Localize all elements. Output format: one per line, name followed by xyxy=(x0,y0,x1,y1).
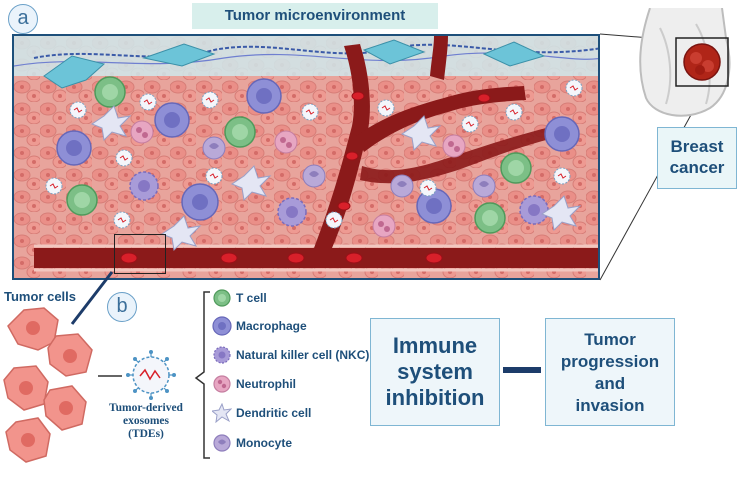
tde-exosome-icon xyxy=(126,350,176,400)
tde-line-2: exosomes xyxy=(123,415,169,427)
tumor-mass-icon xyxy=(683,43,721,81)
red-blood-cell xyxy=(287,252,305,264)
tumor-microenvironment-illustration xyxy=(12,34,600,280)
red-blood-cell xyxy=(477,93,491,103)
legend-label: T cell xyxy=(236,291,267,305)
tumor-progression-box: Tumor progression and invasion xyxy=(545,318,675,426)
inset-box xyxy=(675,37,729,87)
blood-vessel-branch xyxy=(356,86,526,152)
red-blood-cell xyxy=(220,252,238,264)
panel-letter-a: a xyxy=(8,4,38,34)
legend-item-t-cell: T cell xyxy=(212,287,267,309)
legend-item-neutrophil: Neutrophil xyxy=(212,373,296,395)
inset-connector-line xyxy=(599,83,709,281)
dendritic-cells xyxy=(90,105,582,252)
tde-label: Tumor-derived exosomes (TDEs) xyxy=(96,402,196,441)
legend-label: Monocyte xyxy=(236,436,293,450)
immune-system-inhibition-box: Immune system inhibition xyxy=(370,318,500,426)
tumor-line-1: Tumor xyxy=(584,330,636,349)
outcome-connector-bar xyxy=(503,367,541,373)
immune-line-2: system xyxy=(397,359,473,384)
tde-line-3: (TDEs) xyxy=(128,428,164,440)
red-blood-cell xyxy=(345,252,363,264)
tde-line-1: Tumor-derived xyxy=(109,402,183,414)
exosomes xyxy=(45,79,583,229)
breast-cancer-label: Breast cancer xyxy=(657,127,737,189)
breast-cancer-line-2: cancer xyxy=(669,158,725,177)
monocyte-icon xyxy=(213,434,231,452)
tissue-svg xyxy=(14,36,598,278)
red-blood-cell xyxy=(345,151,359,161)
fibroblast xyxy=(362,39,426,65)
legend-item-monocyte: Monocyte xyxy=(212,432,292,454)
macrophages xyxy=(56,78,580,224)
blood-vessel-branch xyxy=(360,126,554,184)
fibroblast xyxy=(142,43,216,67)
legend-item-macrophage: Macrophage xyxy=(212,315,307,337)
tumor-line-2: progression xyxy=(560,352,660,371)
fibroblast xyxy=(482,41,546,67)
t-cell-icon xyxy=(213,289,231,307)
breast-illustration xyxy=(639,8,731,117)
tumor-line-3: and xyxy=(594,374,626,393)
monocytes xyxy=(202,136,496,198)
zoom-region-box xyxy=(114,234,166,274)
nk-cells xyxy=(129,171,549,227)
immune-line-1: Immune xyxy=(392,333,478,358)
nk-cell-icon xyxy=(213,346,231,364)
red-blood-cell xyxy=(337,201,351,211)
t-cells xyxy=(66,76,532,234)
red-blood-cell xyxy=(425,252,443,264)
red-blood-cell xyxy=(351,91,365,101)
tumor-line-4: invasion xyxy=(575,396,645,415)
blood-vessel-branch xyxy=(430,36,448,80)
dendritic-cell-icon xyxy=(212,403,232,423)
tumor-cells-illustration xyxy=(3,307,93,463)
legend-label: Macrophage xyxy=(236,319,307,333)
legend-item-nk-cell: Natural killer cell (NKC) xyxy=(212,344,369,366)
zoom-connector-line xyxy=(70,271,114,325)
macrophage-icon xyxy=(212,316,232,336)
legend-bracket xyxy=(194,291,210,459)
fibroblast xyxy=(43,55,106,89)
legend-label: Neutrophil xyxy=(236,377,296,391)
neutrophil-icon xyxy=(213,375,231,393)
neutrophils xyxy=(130,120,466,238)
blood-vessel-horizontal xyxy=(34,248,598,268)
breast-cancer-line-1: Breast xyxy=(670,137,724,156)
collagen-fiber xyxy=(33,43,598,59)
legend-item-dendritic-cell: Dendritic cell xyxy=(212,402,311,424)
red-blood-cell xyxy=(120,252,138,264)
legend-label: Dendritic cell xyxy=(236,406,312,420)
tumor-cells-label: Tumor cells xyxy=(4,289,77,304)
immune-line-3: inhibition xyxy=(385,385,485,410)
tumor-microenvironment-title: Tumor microenvironment xyxy=(192,3,438,29)
legend-label: Natural killer cell (NKC) xyxy=(236,348,370,362)
panel-letter-b: b xyxy=(107,292,137,322)
